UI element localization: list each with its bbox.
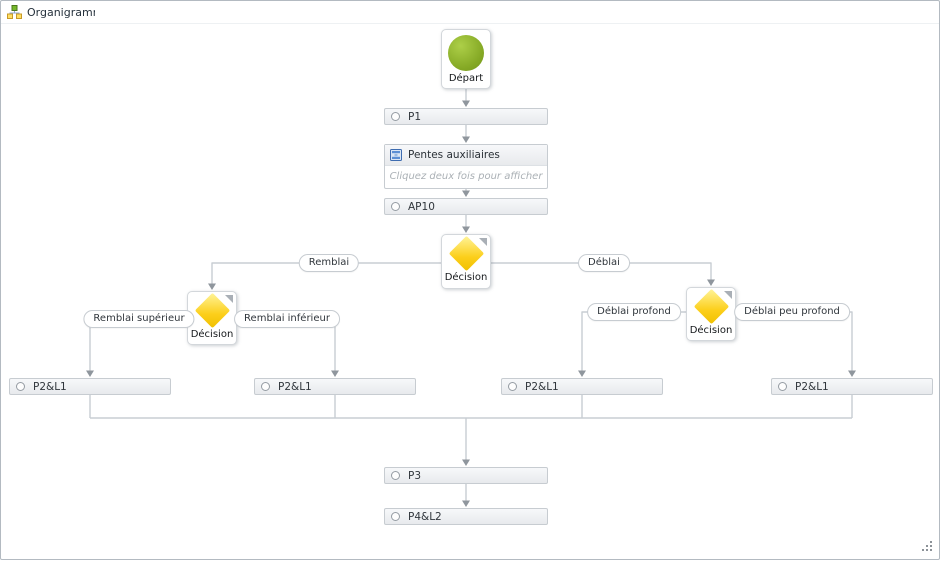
process-node-ap10[interactable]: AP10 xyxy=(384,198,548,215)
node-label: Pentes auxiliaires xyxy=(408,149,500,161)
double-click-hint: Cliquez deux fois pour afficher xyxy=(389,171,543,182)
process-node-p3[interactable]: P3 xyxy=(384,467,548,484)
process-ring-icon xyxy=(508,382,517,391)
node-label: AP10 xyxy=(408,200,435,213)
collapse-corner-icon xyxy=(724,291,732,299)
node-label: P2&L1 xyxy=(278,380,312,393)
process-node-p2l1-3[interactable]: P2&L1 xyxy=(501,378,663,395)
subchart-icon xyxy=(390,149,402,161)
edge-label-remblai[interactable]: Remblai xyxy=(298,254,360,272)
collapse-corner-icon xyxy=(225,295,233,303)
arrowheads xyxy=(86,100,856,507)
process-ring-icon xyxy=(261,382,270,391)
node-label: P3 xyxy=(408,469,422,482)
process-ring-icon xyxy=(391,202,400,211)
node-label: Décision xyxy=(689,325,733,336)
panel-title: Organigramme xyxy=(27,5,95,19)
edge-label-deblai-peu-profond[interactable]: Déblai peu profond xyxy=(734,303,850,321)
node-label: P4&L2 xyxy=(408,510,442,523)
collapse-corner-icon xyxy=(479,238,487,246)
resize-grip[interactable] xyxy=(921,540,934,553)
decision-node-left[interactable]: Décision xyxy=(187,291,237,345)
process-ring-icon xyxy=(391,112,400,121)
process-node-p2l1-1[interactable]: P2&L1 xyxy=(9,378,171,395)
decision-node-right[interactable]: Décision xyxy=(686,287,736,341)
process-node-p2l1-4[interactable]: P2&L1 xyxy=(771,378,933,395)
process-ring-icon xyxy=(778,382,787,391)
node-label: P2&L1 xyxy=(525,380,559,393)
edge-label-deblai-profond[interactable]: Déblai profond xyxy=(587,303,681,321)
node-label: P2&L1 xyxy=(33,380,67,393)
node-label: Décision xyxy=(190,329,234,340)
edge-label-remblai-superieur[interactable]: Remblai supérieur xyxy=(83,310,195,328)
decision-diamond-icon xyxy=(194,292,230,329)
start-circle-icon xyxy=(448,35,484,71)
edge-label-remblai-inferieur[interactable]: Remblai inférieur xyxy=(234,310,340,328)
organigram-icon xyxy=(7,5,22,19)
process-node-p1[interactable]: P1 xyxy=(384,108,548,125)
edge-label-deblai[interactable]: Déblai xyxy=(578,254,630,272)
decision-node-center[interactable]: Décision xyxy=(441,234,491,289)
decision-diamond-icon xyxy=(448,235,484,272)
node-label: Départ xyxy=(448,73,484,84)
panel-titlebar: Organigramme xyxy=(1,1,939,24)
subchart-node-pentes-auxiliaires[interactable]: Pentes auxiliaires Cliquez deux fois pou… xyxy=(384,144,548,189)
process-ring-icon xyxy=(391,512,400,521)
decision-diamond-icon xyxy=(693,288,729,325)
process-ring-icon xyxy=(391,471,400,480)
node-label: P1 xyxy=(408,110,422,123)
process-node-p2l1-2[interactable]: P2&L1 xyxy=(254,378,416,395)
process-node-p4l2[interactable]: P4&L2 xyxy=(384,508,548,525)
start-node[interactable]: Départ xyxy=(441,29,491,89)
process-ring-icon xyxy=(16,382,25,391)
subchart-header: Pentes auxiliaires xyxy=(385,145,547,166)
node-label: Décision xyxy=(444,272,488,283)
node-label: P2&L1 xyxy=(795,380,829,393)
